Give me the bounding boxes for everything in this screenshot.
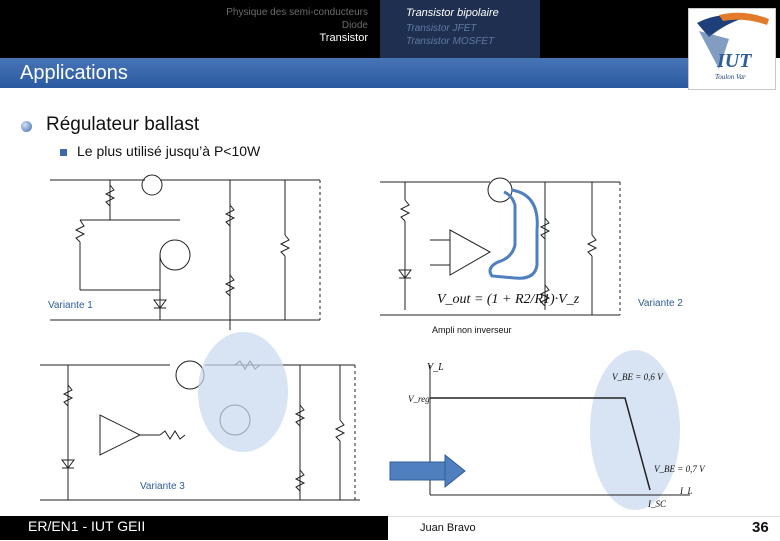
nav-item-diode[interactable]: Diode xyxy=(341,20,368,31)
footer-course: ER/EN1 - IUT GEII xyxy=(28,518,146,534)
subchapter-navigation: Transistor bipolaire Transistor JFET Tra… xyxy=(380,0,540,58)
graph-label-isc: I_SC xyxy=(647,499,667,509)
section-title: Applications xyxy=(20,62,128,84)
logo-text: IUT xyxy=(716,50,752,72)
bullet-icon xyxy=(21,121,32,132)
circuit-variant1 xyxy=(50,174,321,330)
page-number: 36 xyxy=(752,519,769,536)
footer-bar-left xyxy=(0,516,389,540)
nav-item-transistor[interactable]: Transistor xyxy=(319,32,369,44)
nav-item-semiconductor-physics[interactable]: Physique des semi-conducteurs xyxy=(226,7,368,18)
graph-label-vl: V_L xyxy=(427,362,444,373)
variant1-label: Variante 1 xyxy=(48,300,93,311)
nav-item-bipolar-transistor[interactable]: Transistor bipolaire xyxy=(406,7,499,19)
logo-subtext: Toulon Var xyxy=(715,73,746,81)
footer-bar-right xyxy=(388,516,780,541)
graph-label-vbe2: V_BE = 0,7 V xyxy=(654,464,706,474)
chapter-navigation: Physique des semi-conducteurs Diode Tran… xyxy=(150,6,368,45)
ampli-caption: Ampli non inverseur xyxy=(432,325,512,335)
formula-text: V_out = (1 + R2/R1)·V_z xyxy=(437,292,580,307)
graph-label-vbe1: V_BE = 0,6 V xyxy=(612,372,664,382)
transistor-highlight xyxy=(198,332,288,452)
right-arrow-icon xyxy=(389,453,466,489)
graph-label-vreg: V_reg xyxy=(408,394,430,404)
variant2-label: Variante 2 xyxy=(638,298,683,309)
feedback-loop-highlight xyxy=(488,188,539,280)
iut-logo: IUT Toulon Var xyxy=(688,8,776,90)
slide-heading: Régulateur ballast xyxy=(46,114,200,135)
section-title-bar: Applications xyxy=(0,58,688,88)
slide-subpoint: Le plus utilisé jusqu’à P<10W xyxy=(77,143,261,159)
logo-graphic: IUT Toulon Var xyxy=(697,12,769,81)
characteristic-graph: V_L V_reg V_BE = 0,6 V V_BE = 0,7 V I_L … xyxy=(408,350,706,510)
variant3-label: Variante 3 xyxy=(140,481,185,492)
footer-author: Juan Bravo xyxy=(420,522,476,534)
circuit-variant2 xyxy=(380,177,621,316)
nav-item-mosfet[interactable]: Transistor MOSFET xyxy=(406,36,495,47)
nav-item-jfet[interactable]: Transistor JFET xyxy=(406,23,477,34)
graph-label-il: I_L xyxy=(679,486,693,496)
square-bullet-icon xyxy=(60,149,67,156)
